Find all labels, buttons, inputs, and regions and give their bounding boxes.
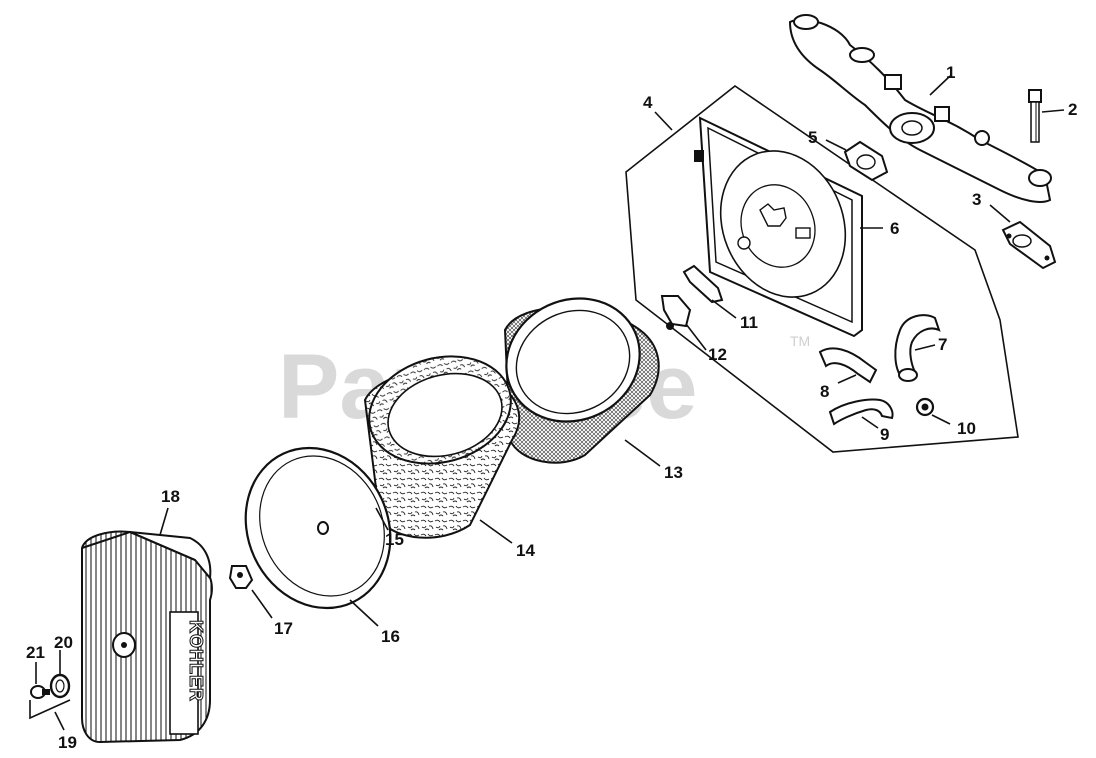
part-14-foam-element	[363, 355, 521, 539]
callout-17: 17	[274, 619, 293, 638]
callout-19: 19	[58, 733, 77, 752]
callout-15: 15	[385, 530, 404, 549]
part-1-manifold	[788, 14, 1052, 203]
part-21-knob	[30, 685, 50, 699]
callout-7: 7	[938, 335, 947, 354]
callout-16: 16	[381, 627, 400, 646]
part-3-gasket	[1001, 220, 1057, 270]
callout-2: 2	[1068, 100, 1077, 119]
part-20-washer-hole	[55, 679, 65, 693]
callout-4: 4	[643, 93, 653, 112]
callout-21: 21	[26, 643, 45, 662]
part-2-bolt	[1028, 89, 1042, 143]
part-13-element	[503, 297, 660, 464]
part-11-bracket	[682, 264, 724, 304]
part-8-hose	[818, 347, 878, 384]
callout-3: 3	[972, 190, 981, 209]
callout-5: 5	[808, 128, 817, 147]
callout-14: 14	[516, 541, 535, 560]
part-18-housing: KOHLER	[81, 530, 213, 744]
callout-20: 20	[54, 633, 73, 652]
callout-1: 1	[946, 63, 955, 82]
callout-18: 18	[161, 487, 180, 506]
part-9-hose	[828, 398, 894, 426]
part-12-valve	[660, 295, 692, 330]
callout-9: 9	[880, 425, 889, 444]
callout-6: 6	[890, 219, 899, 238]
part-19-bracket	[29, 699, 71, 720]
brand-label: KOHLER	[186, 620, 206, 702]
callout-12: 12	[708, 345, 727, 364]
part-5-gasket	[843, 140, 889, 182]
part-10-clamp	[915, 397, 935, 417]
callout-13: 13	[664, 463, 683, 482]
part-7-hose	[894, 314, 941, 380]
part-7-hose-end	[898, 368, 918, 382]
part-17-clip	[228, 565, 254, 589]
callout-10: 10	[957, 419, 976, 438]
leader-lines	[35, 75, 1065, 731]
watermark-tm: TM	[790, 333, 810, 349]
part-6-base-plate	[694, 116, 863, 338]
callout-11: 11	[740, 313, 758, 332]
callout-8: 8	[820, 382, 829, 401]
